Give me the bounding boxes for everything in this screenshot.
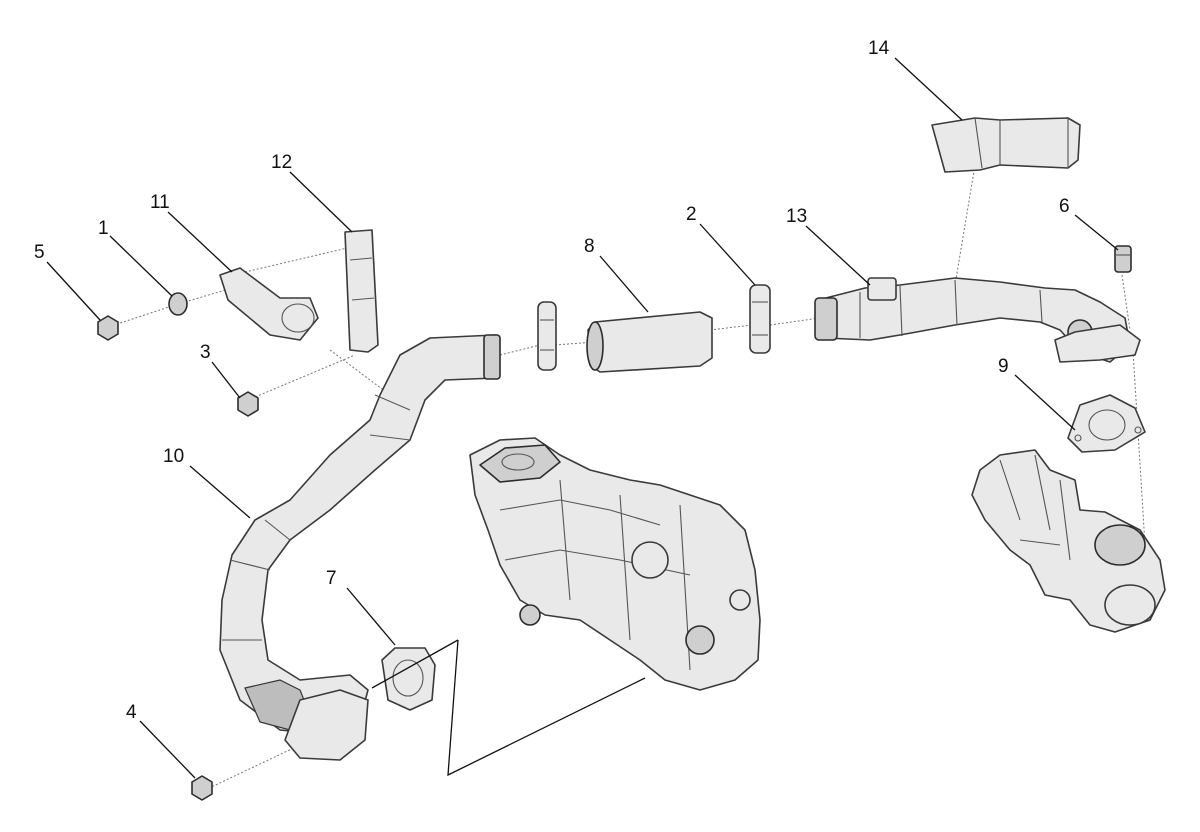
- callout-leaders: [46, 57, 1119, 779]
- pipe-part-10: [219, 334, 501, 761]
- callout-10: 10: [163, 446, 184, 467]
- washer-part-1: [168, 292, 188, 316]
- callout-5: 5: [34, 242, 45, 263]
- engine-block-center: [469, 437, 761, 691]
- bracket-part-12: [344, 229, 379, 353]
- callout-6: 6: [1059, 196, 1070, 217]
- callout-7: 7: [326, 568, 337, 589]
- nut-part-3: [237, 391, 259, 417]
- sleeve-part-8: [586, 311, 713, 373]
- reference-lines: [371, 639, 646, 777]
- callout-4: 4: [126, 702, 137, 723]
- nut-part-5: [97, 315, 119, 341]
- callout-2: 2: [686, 204, 697, 225]
- callout-13: 13: [786, 206, 807, 227]
- assembly-lines: [104, 164, 1146, 791]
- pipe-part-14: [931, 117, 1081, 173]
- callout-1: 1: [98, 218, 109, 239]
- bolt-part-6: [1114, 245, 1132, 273]
- clamp-part-2: [749, 284, 771, 354]
- callout-3: 3: [200, 342, 211, 363]
- callout-11: 11: [150, 192, 170, 213]
- clamp-left: [537, 301, 557, 371]
- pipe-part-13: [814, 277, 1141, 363]
- callout-14: 14: [868, 38, 890, 59]
- clip-part-11: [219, 267, 319, 341]
- callout-8: 8: [584, 236, 595, 257]
- gasket-part-9: [1067, 394, 1146, 453]
- callout-12: 12: [271, 152, 292, 173]
- gasket-part-7: [381, 647, 436, 711]
- nut-part-4: [191, 775, 213, 801]
- callout-9: 9: [998, 356, 1009, 377]
- callout-labels: 1 2 3 4 5 6 7 8 9 10 11 12 13 14: [34, 38, 1070, 723]
- valve-housing-right: [971, 449, 1166, 633]
